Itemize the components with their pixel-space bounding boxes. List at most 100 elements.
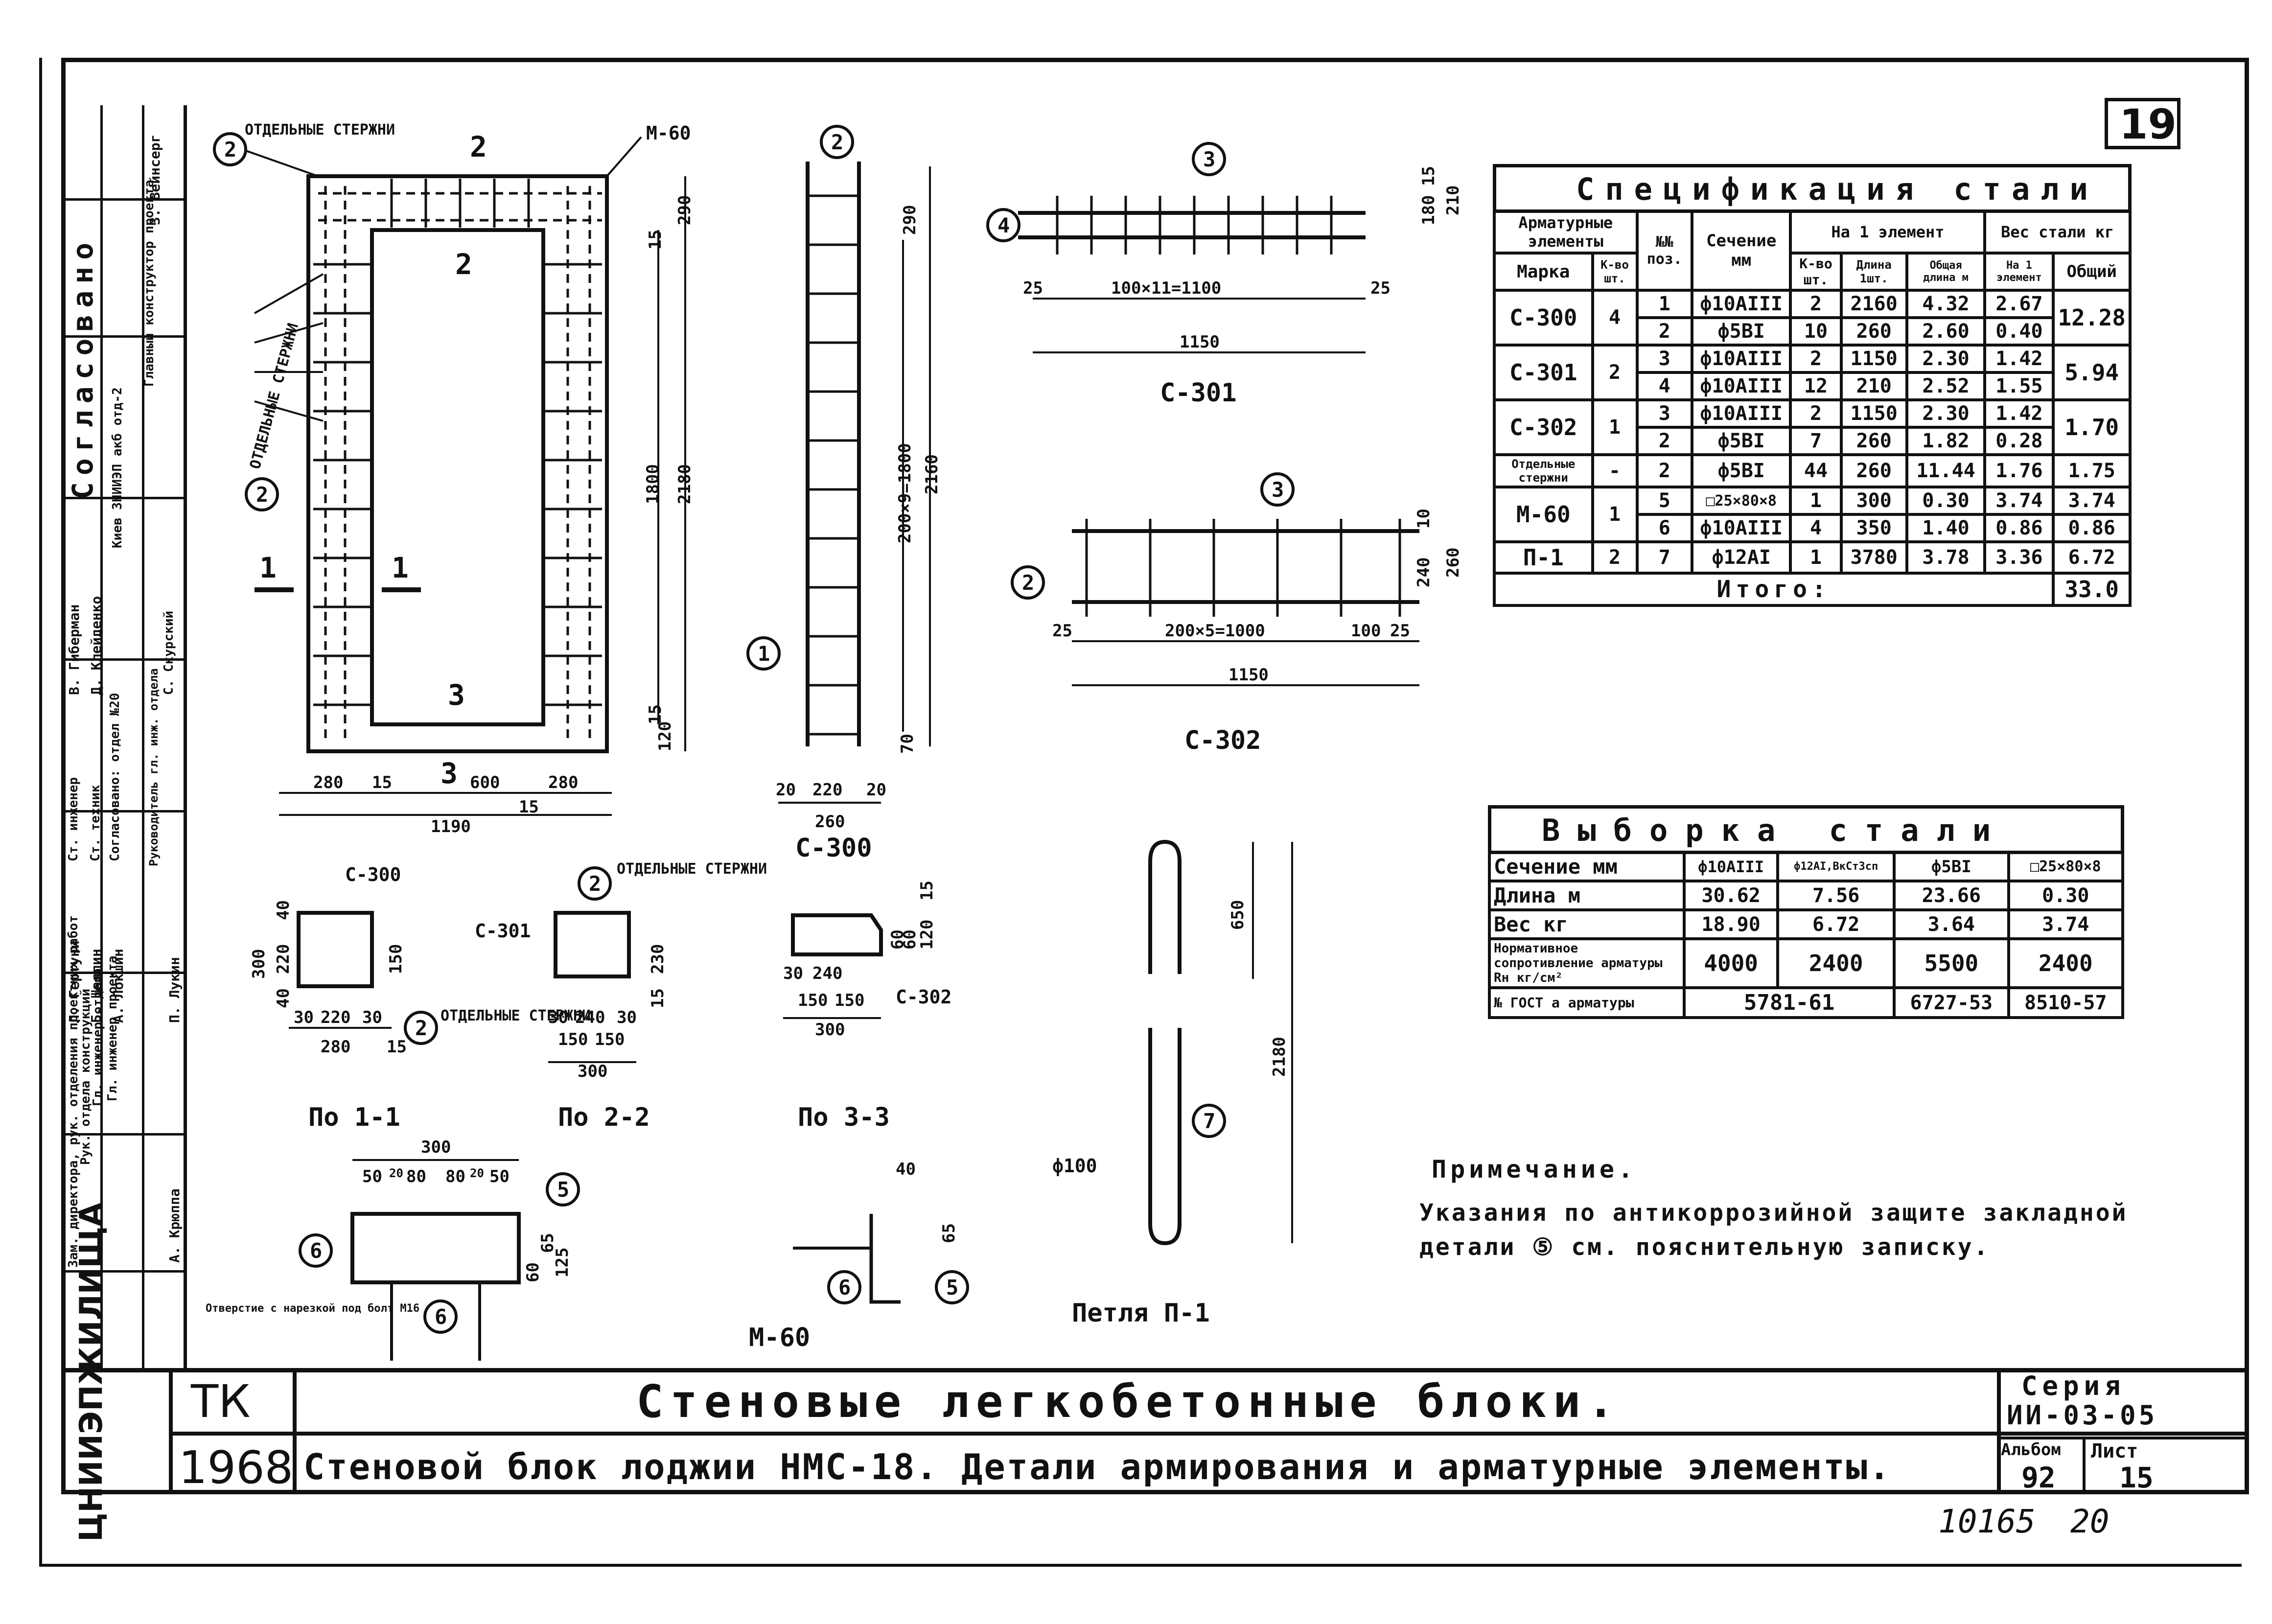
m60-dim-60: 60 [523, 1262, 543, 1282]
spec-cell: 1.42 [1983, 344, 2055, 374]
spec-cell: М-60 [1493, 486, 1594, 543]
spec-cell: 6 [1635, 513, 1694, 543]
spec-h-elements: Арматурные элементы [1493, 209, 1639, 255]
c302-dim-25a: 25 [1052, 621, 1072, 641]
spec-cell: 2 [1635, 426, 1694, 456]
side-stamp-row-5 [61, 810, 184, 812]
tb-code: ТК [191, 1375, 251, 1428]
label-otd-vert: ОТДЕЛЬНЫЕ СТЕРЖНИ [247, 321, 302, 471]
c300-dim-20b: 20 [866, 780, 886, 800]
s22-dim-150a: 150 [558, 1030, 588, 1049]
s33-dim-30: 30 [783, 964, 803, 983]
callout-2e: 2 [589, 872, 601, 896]
spec-row: Отдельные стержни - 2 ф5ВI 44 260 11.44 … [1493, 453, 2132, 488]
spec-cell: 210 [1839, 371, 1908, 401]
spec-cell: 3.74 [2052, 486, 2132, 516]
leader-otd-2 [254, 322, 324, 344]
note-line-1: Указания по антикоррозийной защите закла… [1419, 1199, 2128, 1227]
spec-cell: 7 [1635, 540, 1694, 575]
dim-2180: 2180 [675, 464, 695, 504]
spec-cell: 3.36 [1983, 540, 2055, 575]
s33-dim-60b: 60 [900, 929, 920, 950]
tb-series-value: ИИ-03-05 [2007, 1400, 2158, 1431]
leader-otd-1 [254, 273, 324, 314]
c300-dim-20a: 20 [776, 780, 796, 800]
spec-total-row: Итого: 33.0 [1492, 572, 2132, 607]
label-c302-section: С-302 [896, 986, 951, 1008]
side-stamp-row-1 [61, 198, 184, 201]
spec-row: С-300 4 1 ф10АIII 2 2160 4.32 2.67 12.28 [1493, 289, 2132, 347]
tb-sheet-value: 15 [2119, 1461, 2154, 1494]
vyb-cell: 3.64 [1893, 908, 2010, 940]
callout-2d: 2 [1022, 571, 1034, 595]
vyb-cell: № ГОСТ а арматуры [1488, 986, 1686, 1019]
loop-p1-upper [1148, 839, 1182, 974]
spec-cell: - [1591, 453, 1639, 488]
loop-dim-2180-label: 2180 [1270, 1037, 1289, 1077]
m60-dim-50a: 50 [362, 1167, 382, 1186]
s22-dim-150b: 150 [595, 1030, 625, 1049]
tb-album-value: 92 [2021, 1461, 2056, 1494]
dim-280a: 280 [313, 773, 343, 792]
vyb-cell: 18.90 [1682, 908, 1780, 940]
section-1-right-label: 1 [392, 551, 409, 584]
callout-circle-7 [1192, 1104, 1226, 1138]
s11-dim-220b: 220 [321, 1008, 350, 1027]
s22-dim-30b: 30 [617, 1008, 637, 1027]
label-phi100: ф100 [1052, 1155, 1097, 1177]
callout-5b: 5 [946, 1276, 958, 1299]
section-2-top: 2 [470, 130, 487, 163]
m60-dim-300: 300 [421, 1137, 451, 1157]
label-c301-section: С-301 [475, 920, 531, 942]
label-otd-2: ОТДЕЛЬНЫЕ СТЕРЖНИ [617, 860, 767, 878]
org-divider [169, 1368, 173, 1493]
leader-m60 [606, 136, 642, 177]
block-outline [306, 174, 609, 753]
c302-dim-1150: 1150 [1229, 665, 1269, 685]
spec-cell: 0.86 [2052, 513, 2132, 543]
s22-dim-15: 15 [648, 988, 668, 1008]
spec-h-marka: Марка [1493, 252, 1594, 292]
callout-circle-3b [1260, 472, 1295, 507]
tb-year: 1968 [179, 1441, 294, 1494]
dim-15c: 15 [646, 230, 665, 250]
vyb-cell: 4000 [1682, 937, 1780, 989]
side-stamp-row-3 [61, 497, 184, 499]
label-c302: С-302 [1184, 726, 1261, 755]
m60-dim-50b: 50 [489, 1167, 510, 1186]
spec-row: С-302 1 3 ф10АIII 2 1150 2.30 1.42 1.70 [1493, 398, 2132, 456]
sec33-outline [791, 913, 883, 956]
vyb-cell: Длина м [1488, 880, 1686, 911]
m60-plate [350, 1212, 521, 1284]
vyb-h-4: □25×80×8 [2007, 851, 2125, 882]
c301-dim-25a: 25 [1023, 278, 1043, 298]
callout-3b: 3 [1272, 478, 1284, 502]
s11-dim-30b: 30 [362, 1008, 382, 1027]
s33-dim-150b: 150 [835, 991, 864, 1010]
spec-cell: С-302 [1493, 398, 1594, 456]
outer-frame [61, 58, 2249, 1494]
m60-dim-65b: 65 [939, 1223, 959, 1243]
section-1-left-label: 1 [259, 551, 277, 584]
label-sec33: По 3-3 [798, 1103, 890, 1132]
spec-cell: 4 [1591, 289, 1639, 347]
spec-cell: 2 [1635, 453, 1694, 488]
vyb-cell: 30.62 [1682, 880, 1780, 911]
c302-dim-10: 10 [1414, 509, 1434, 529]
callout-circle-5b [935, 1270, 969, 1304]
spec-cell: 1 [1789, 486, 1843, 516]
side-stamp-col-line-2 [142, 105, 144, 1368]
callout-4: 4 [997, 213, 1010, 237]
vyb-cell: 2400 [1776, 937, 1896, 989]
spec-cell: 350 [1839, 513, 1908, 543]
label-sec11: По 1-1 [308, 1103, 400, 1132]
spec-cell: 2.52 [1905, 371, 1987, 401]
vyb-cell: 3.74 [2007, 908, 2125, 940]
vyb-cell: 23.66 [1893, 880, 2010, 911]
spec-cell: 1150 [1839, 344, 1908, 374]
callout-circle-3a [1192, 142, 1226, 176]
side-stamp-row-8 [61, 1270, 184, 1273]
title-block-top-line [61, 1368, 2249, 1372]
left-strip-line [39, 58, 42, 1565]
